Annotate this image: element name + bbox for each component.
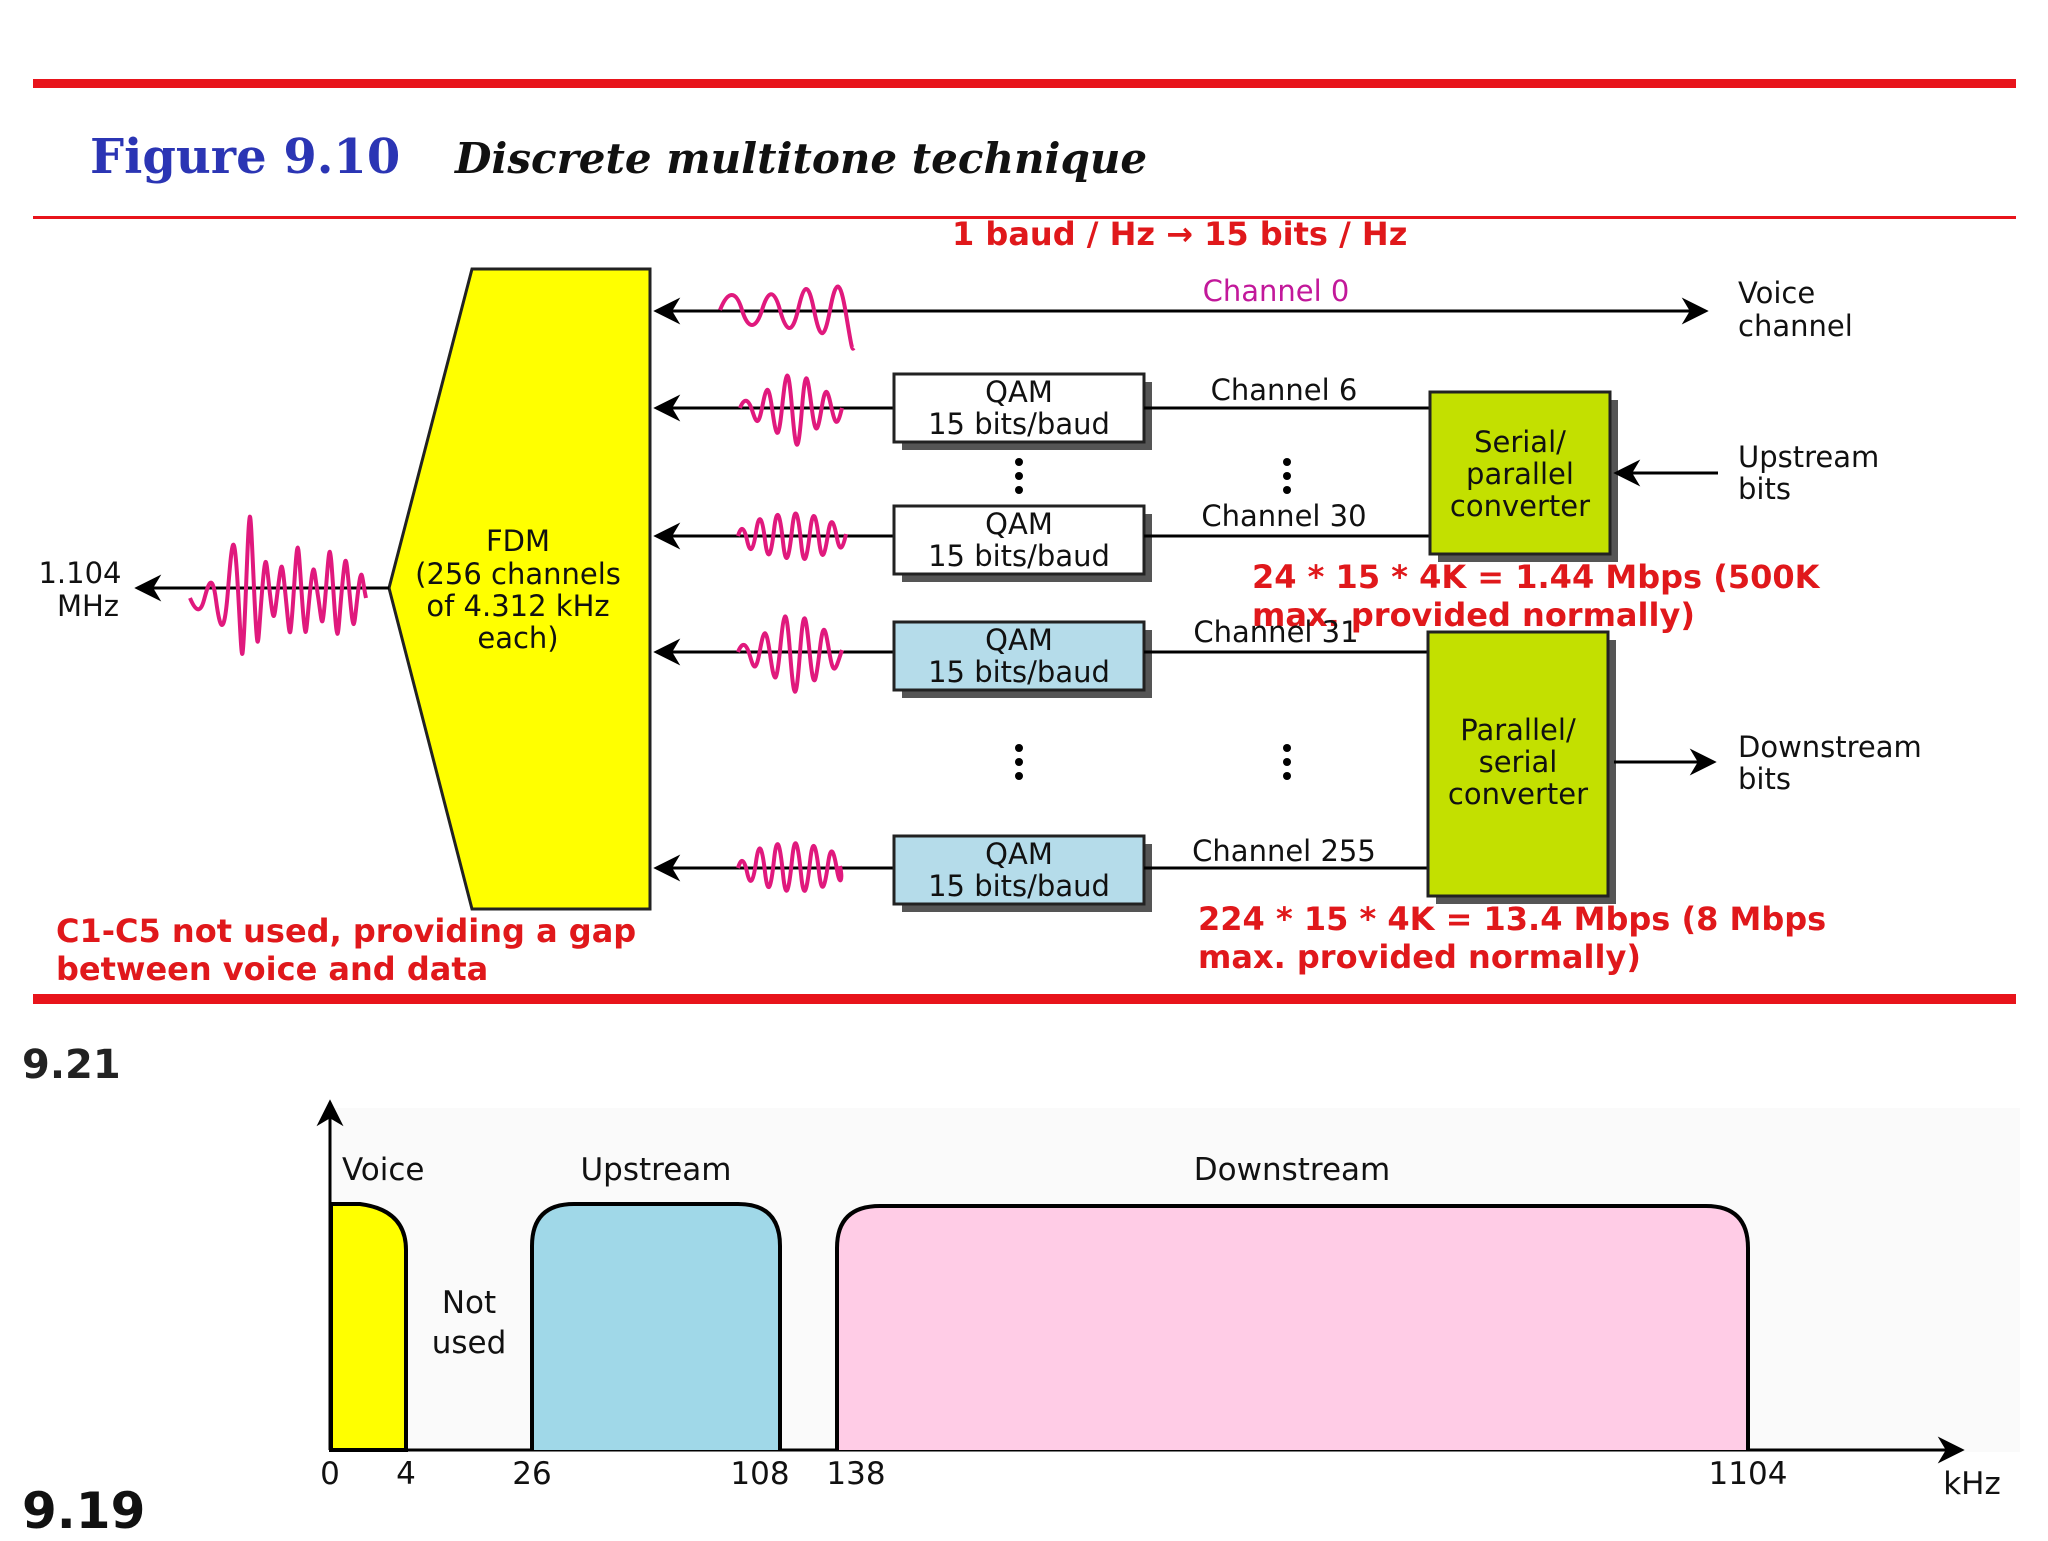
x-axis-unit: kHz xyxy=(1943,1466,2001,1502)
qam-box-channel30 xyxy=(892,504,1146,576)
voice-channel-label-line1: Voice xyxy=(1738,276,1815,310)
fdm-label-line4: each) xyxy=(477,621,558,655)
channel0-waveform xyxy=(718,284,856,351)
tick-label-138: 138 xyxy=(826,1456,885,1492)
dot xyxy=(1015,772,1023,780)
tick-label-1104: 1104 xyxy=(1709,1456,1788,1492)
dot xyxy=(1283,486,1291,494)
fdm-label-line1: FDM xyxy=(486,524,550,558)
downstream-calc-line1: 224 * 15 * 4K = 13.4 Mbps (8 Mbps xyxy=(1198,900,1826,938)
downstream-bits-label-line1: Downstream xyxy=(1738,730,1922,764)
downstream-bits-label-line2: bits xyxy=(1738,762,1791,796)
qam-box-channel30-line1: QAM xyxy=(985,507,1053,541)
baud-note: 1 baud / Hz → 15 bits / Hz xyxy=(952,215,1407,253)
channel6-waveform xyxy=(738,373,844,447)
section-label-bottom: 9.19 xyxy=(22,1482,145,1536)
channel31-waveform xyxy=(736,614,844,694)
parallel-serial-line1: Parallel/ xyxy=(1460,713,1576,747)
not-used-label-line2: used xyxy=(432,1325,507,1361)
upstream-bits-label-line1: Upstream xyxy=(1738,440,1879,474)
fdm-label-line3: of 4.312 kHz xyxy=(426,589,609,623)
qam-box-channel255 xyxy=(892,834,1146,906)
qam-box-channel6-line2: 15 bits/baud xyxy=(928,407,1110,441)
gap-note-line2: between voice and data xyxy=(56,950,488,988)
channel255-waveform xyxy=(736,841,844,893)
dot xyxy=(1015,486,1023,494)
serial-parallel-line2: parallel xyxy=(1466,457,1574,491)
fdm-label: FDM (256 channels of 4.312 kHz each) xyxy=(415,524,621,655)
voice-channel-label-line2: channel xyxy=(1738,309,1853,343)
tick-label-4: 4 xyxy=(396,1456,416,1492)
serial-parallel-converter xyxy=(1428,390,1612,556)
upper-dots-qam xyxy=(1015,458,1023,494)
dot xyxy=(1015,744,1023,752)
channel30-label: Channel 30 xyxy=(1201,499,1366,533)
channel0-label: Channel 0 xyxy=(1203,274,1350,308)
dot xyxy=(1015,458,1023,466)
tick-label-0: 0 xyxy=(320,1456,340,1492)
lower-dots-qam xyxy=(1015,744,1023,780)
fdm-block xyxy=(387,267,652,911)
top-red-rule xyxy=(33,79,2016,88)
dot xyxy=(1283,744,1291,752)
figure-caption: Discrete multitone technique xyxy=(454,134,1147,183)
upstream-bits-label-line2: bits xyxy=(1738,472,1791,506)
qam-box-channel255-line2: 15 bits/baud xyxy=(928,869,1110,903)
not-used-label-line1: Not xyxy=(442,1285,496,1321)
downstream-calc-line2: max. provided normally) xyxy=(1198,938,1641,976)
upstream-calc-line2: max. provided normally) xyxy=(1252,596,1695,634)
parallel-serial-line2: serial xyxy=(1479,745,1558,779)
band-label-downstream: Downstream xyxy=(1194,1152,1390,1188)
lower-dots-channel xyxy=(1283,744,1291,780)
dot xyxy=(1283,772,1291,780)
serial-parallel-line3: converter xyxy=(1450,489,1590,523)
band-upstream xyxy=(530,1202,782,1450)
fdm-label-line2: (256 channels xyxy=(415,557,621,591)
band-downstream xyxy=(835,1204,1750,1450)
channel6-label: Channel 6 xyxy=(1211,373,1358,407)
band-label-upstream: Upstream xyxy=(580,1152,731,1188)
dot xyxy=(1015,758,1023,766)
dot xyxy=(1283,758,1291,766)
channel255-label: Channel 255 xyxy=(1192,834,1376,868)
band-voice xyxy=(329,1202,408,1452)
tick-label-108: 108 xyxy=(730,1456,789,1492)
dot xyxy=(1283,472,1291,480)
line-freq-value: 1.104 xyxy=(38,556,121,590)
parallel-serial-converter xyxy=(1426,630,1610,898)
qam-box-channel31-line1: QAM xyxy=(985,623,1053,657)
composite-signal-waveform xyxy=(188,514,368,656)
qam-box-channel31 xyxy=(892,620,1146,692)
line-freq-unit: MHz xyxy=(57,589,119,623)
band-label-voice: Voice xyxy=(342,1152,425,1188)
tick-label-26: 26 xyxy=(512,1456,551,1492)
qam-box-channel255-line1: QAM xyxy=(985,837,1053,871)
upper-dots-channel xyxy=(1283,458,1291,494)
bottom-red-rule xyxy=(33,994,2016,1004)
gap-note-line1: C1-C5 not used, providing a gap xyxy=(56,912,636,950)
figure-number: Figure 9.10 xyxy=(90,129,400,185)
qam-box-channel30-line2: 15 bits/baud xyxy=(928,539,1110,573)
upstream-calc-line1: 24 * 15 * 4K = 1.44 Mbps (500K xyxy=(1252,558,1821,596)
dot xyxy=(1283,458,1291,466)
section-label-top: 9.21 xyxy=(22,1042,121,1088)
spectrum-chart: Voice Upstream Downstream Not used 0 4 2… xyxy=(316,1099,2020,1502)
qam-box-channel6-line1: QAM xyxy=(985,375,1053,409)
channel31-label: Channel 31 xyxy=(1193,615,1358,649)
dot xyxy=(1015,472,1023,480)
qam-box-channel31-line2: 15 bits/baud xyxy=(928,655,1110,689)
parallel-serial-line3: converter xyxy=(1448,777,1588,811)
caption-red-rule xyxy=(33,216,2016,219)
channel30-waveform xyxy=(736,511,848,561)
serial-parallel-line1: Serial/ xyxy=(1474,425,1566,459)
